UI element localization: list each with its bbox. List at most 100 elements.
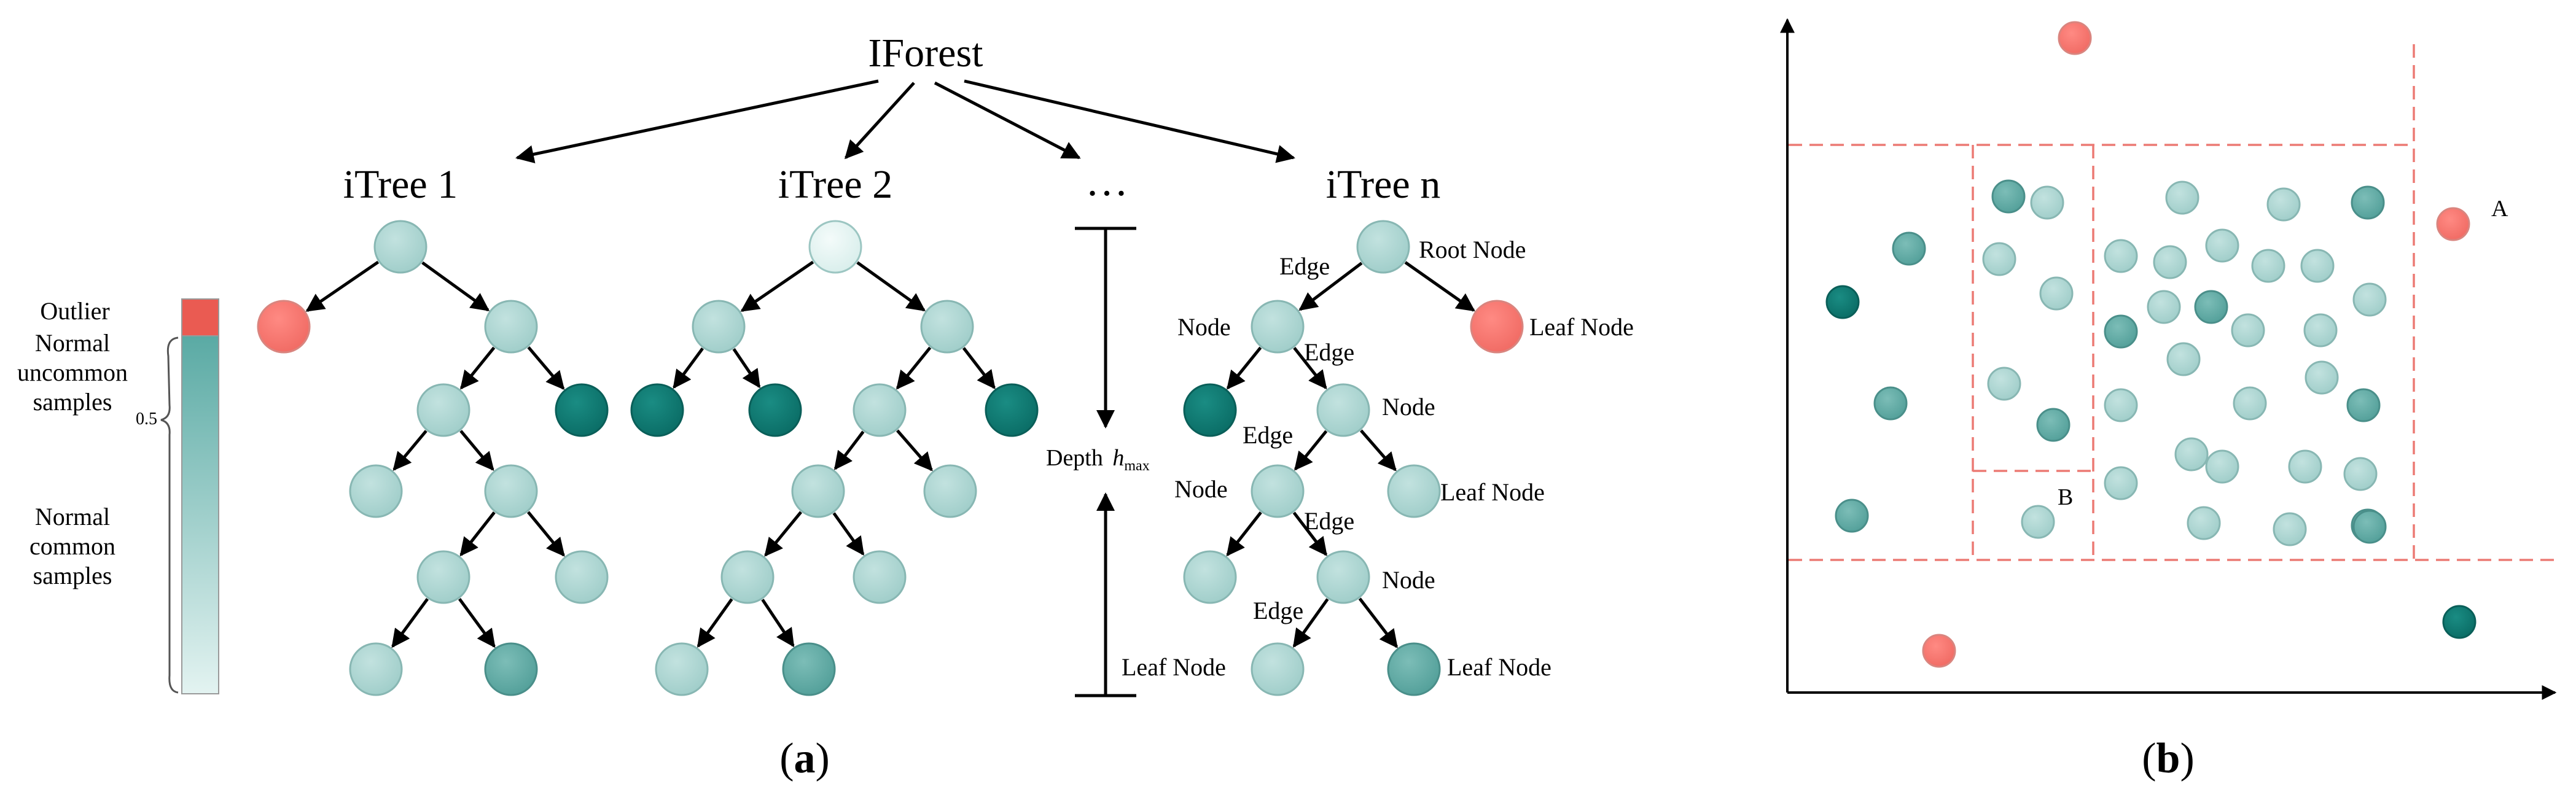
- scatter-point-23: [2153, 245, 2187, 279]
- treen-labels: Root Node Edge Leaf Node Node Edge Node …: [1122, 236, 1634, 681]
- tree1-node-5: [349, 464, 403, 518]
- tree2-node-11: [655, 642, 709, 696]
- scatter-point-5: [1892, 231, 1926, 266]
- scatter-point-32: [2305, 360, 2339, 395]
- scatter-point-3: [1825, 285, 1860, 319]
- tree2-node-3: [630, 383, 684, 437]
- tree1-edge-7: [526, 511, 565, 557]
- tree1-node-8: [555, 550, 609, 604]
- tree-nodes: [257, 220, 1524, 696]
- label-node-1: Node: [1177, 313, 1231, 341]
- tree2-node-0: [808, 220, 862, 274]
- scatter-point-39: [2021, 505, 2055, 539]
- tree2-node-4: [748, 383, 802, 437]
- tree2-edge-8: [764, 511, 803, 557]
- scatter-point-26: [2300, 249, 2335, 283]
- scatter-point-34: [2233, 386, 2267, 421]
- treen-edge-6: [1226, 511, 1262, 557]
- legend-outlier: Outlier: [40, 297, 109, 325]
- treen-node-6: [1387, 464, 1441, 518]
- tree2-node-5: [853, 383, 907, 437]
- treen-node-0: [1356, 220, 1410, 274]
- tree2-title: iTree 2: [778, 162, 892, 207]
- scatter-point-15: [2174, 437, 2209, 472]
- treen-node-8: [1316, 550, 1370, 604]
- tree1-edge-0: [305, 260, 380, 313]
- tree1-edge-4: [392, 430, 427, 471]
- forest-arrow-tree1: [515, 79, 879, 164]
- treen-node-10: [1387, 642, 1441, 696]
- forest-ellipsis: …: [1085, 158, 1128, 205]
- scatter-point-20: [2165, 181, 2199, 215]
- treen-edge-0: [1298, 262, 1363, 311]
- tree-edges: [305, 260, 1475, 648]
- iforest-title: IForest: [868, 31, 983, 76]
- legend-brace: [160, 336, 179, 694]
- scatter-point-36: [2205, 449, 2239, 484]
- legend-common-line1: Normal: [35, 503, 110, 530]
- forest-arrow-ellipsis: [934, 81, 1081, 160]
- scatter-point-8: [2036, 408, 2071, 442]
- legend-common-line2: common: [29, 532, 115, 560]
- scatter-point-9: [2104, 314, 2138, 349]
- treen-node-4: [1316, 383, 1370, 437]
- treen-node-1: [1251, 300, 1305, 354]
- scatter-point-6: [1991, 179, 2026, 214]
- depth-label: Depth hmax: [1046, 445, 1150, 474]
- scatter-point-27: [2352, 282, 2387, 317]
- label-node-3: Node: [1174, 475, 1228, 503]
- depth-indicator: [1075, 227, 1136, 697]
- treen-node-7: [1183, 550, 1237, 604]
- tree1-node-1: [257, 300, 311, 354]
- scatter-point-24: [2205, 228, 2239, 263]
- scatter-point-33: [2104, 388, 2138, 422]
- scatter-point-2: [1922, 634, 1956, 668]
- scatter-point-40: [2187, 506, 2221, 540]
- tree2-node-7: [791, 464, 845, 518]
- treen-edge-9: [1358, 597, 1398, 648]
- caption-b: (b): [2142, 735, 2195, 782]
- axes: [1780, 18, 2557, 700]
- tree1-edge-9: [458, 598, 496, 648]
- partition-lines: [1789, 44, 2555, 561]
- tree2-edge-1: [856, 261, 926, 312]
- treen-edge-3: [1293, 347, 1327, 390]
- tree2-edge-4: [896, 346, 932, 390]
- label-leaf-node-1: Leaf Node: [1529, 313, 1634, 341]
- treen-node-2: [1470, 300, 1524, 354]
- label-leaf-node-2: Leaf Node: [1440, 478, 1545, 506]
- tree1-node-6: [484, 464, 538, 518]
- scatter-points: [1825, 21, 2476, 668]
- tree1-edge-5: [459, 430, 494, 471]
- scatter-point-22: [2104, 239, 2138, 273]
- legend-uncommon-line3: samples: [33, 388, 112, 416]
- point-b-label: B: [2058, 484, 2073, 510]
- tree1-edge-8: [391, 598, 429, 648]
- treen-node-5: [1251, 464, 1305, 518]
- treen-node-3: [1183, 383, 1237, 437]
- tree2-edge-5: [962, 347, 996, 389]
- caption-a: (a): [779, 735, 830, 782]
- treen-edge-4: [1294, 430, 1328, 471]
- scatter-point-37: [2288, 449, 2322, 484]
- tree1-edge-1: [421, 261, 490, 312]
- scatter-point-1: [2436, 207, 2470, 241]
- legend-uncommon-line2: uncommon: [17, 359, 128, 386]
- tree1-edge-2: [459, 346, 496, 390]
- label-edge-3: Edge: [1243, 421, 1293, 449]
- tree2-edge-7: [896, 429, 933, 472]
- scatter-point-16: [2030, 185, 2064, 220]
- forest-arrows: [515, 79, 1295, 164]
- treen-edge-5: [1360, 429, 1397, 472]
- tree1-node-9: [349, 642, 403, 696]
- scatter-point-21: [2266, 187, 2301, 222]
- scatter-point-4: [2442, 605, 2476, 639]
- tree2-edge-9: [832, 512, 865, 556]
- scatter-point-31: [2166, 342, 2201, 376]
- treen-node-9: [1251, 642, 1305, 696]
- tree2-node-8: [923, 464, 977, 518]
- score-legend: Outlier Normal uncommon samples 0.5 Norm…: [17, 297, 219, 694]
- legend-threshold: 0.5: [136, 410, 157, 429]
- tree1-edge-6: [459, 511, 496, 557]
- scatter-point-10: [1873, 386, 1908, 421]
